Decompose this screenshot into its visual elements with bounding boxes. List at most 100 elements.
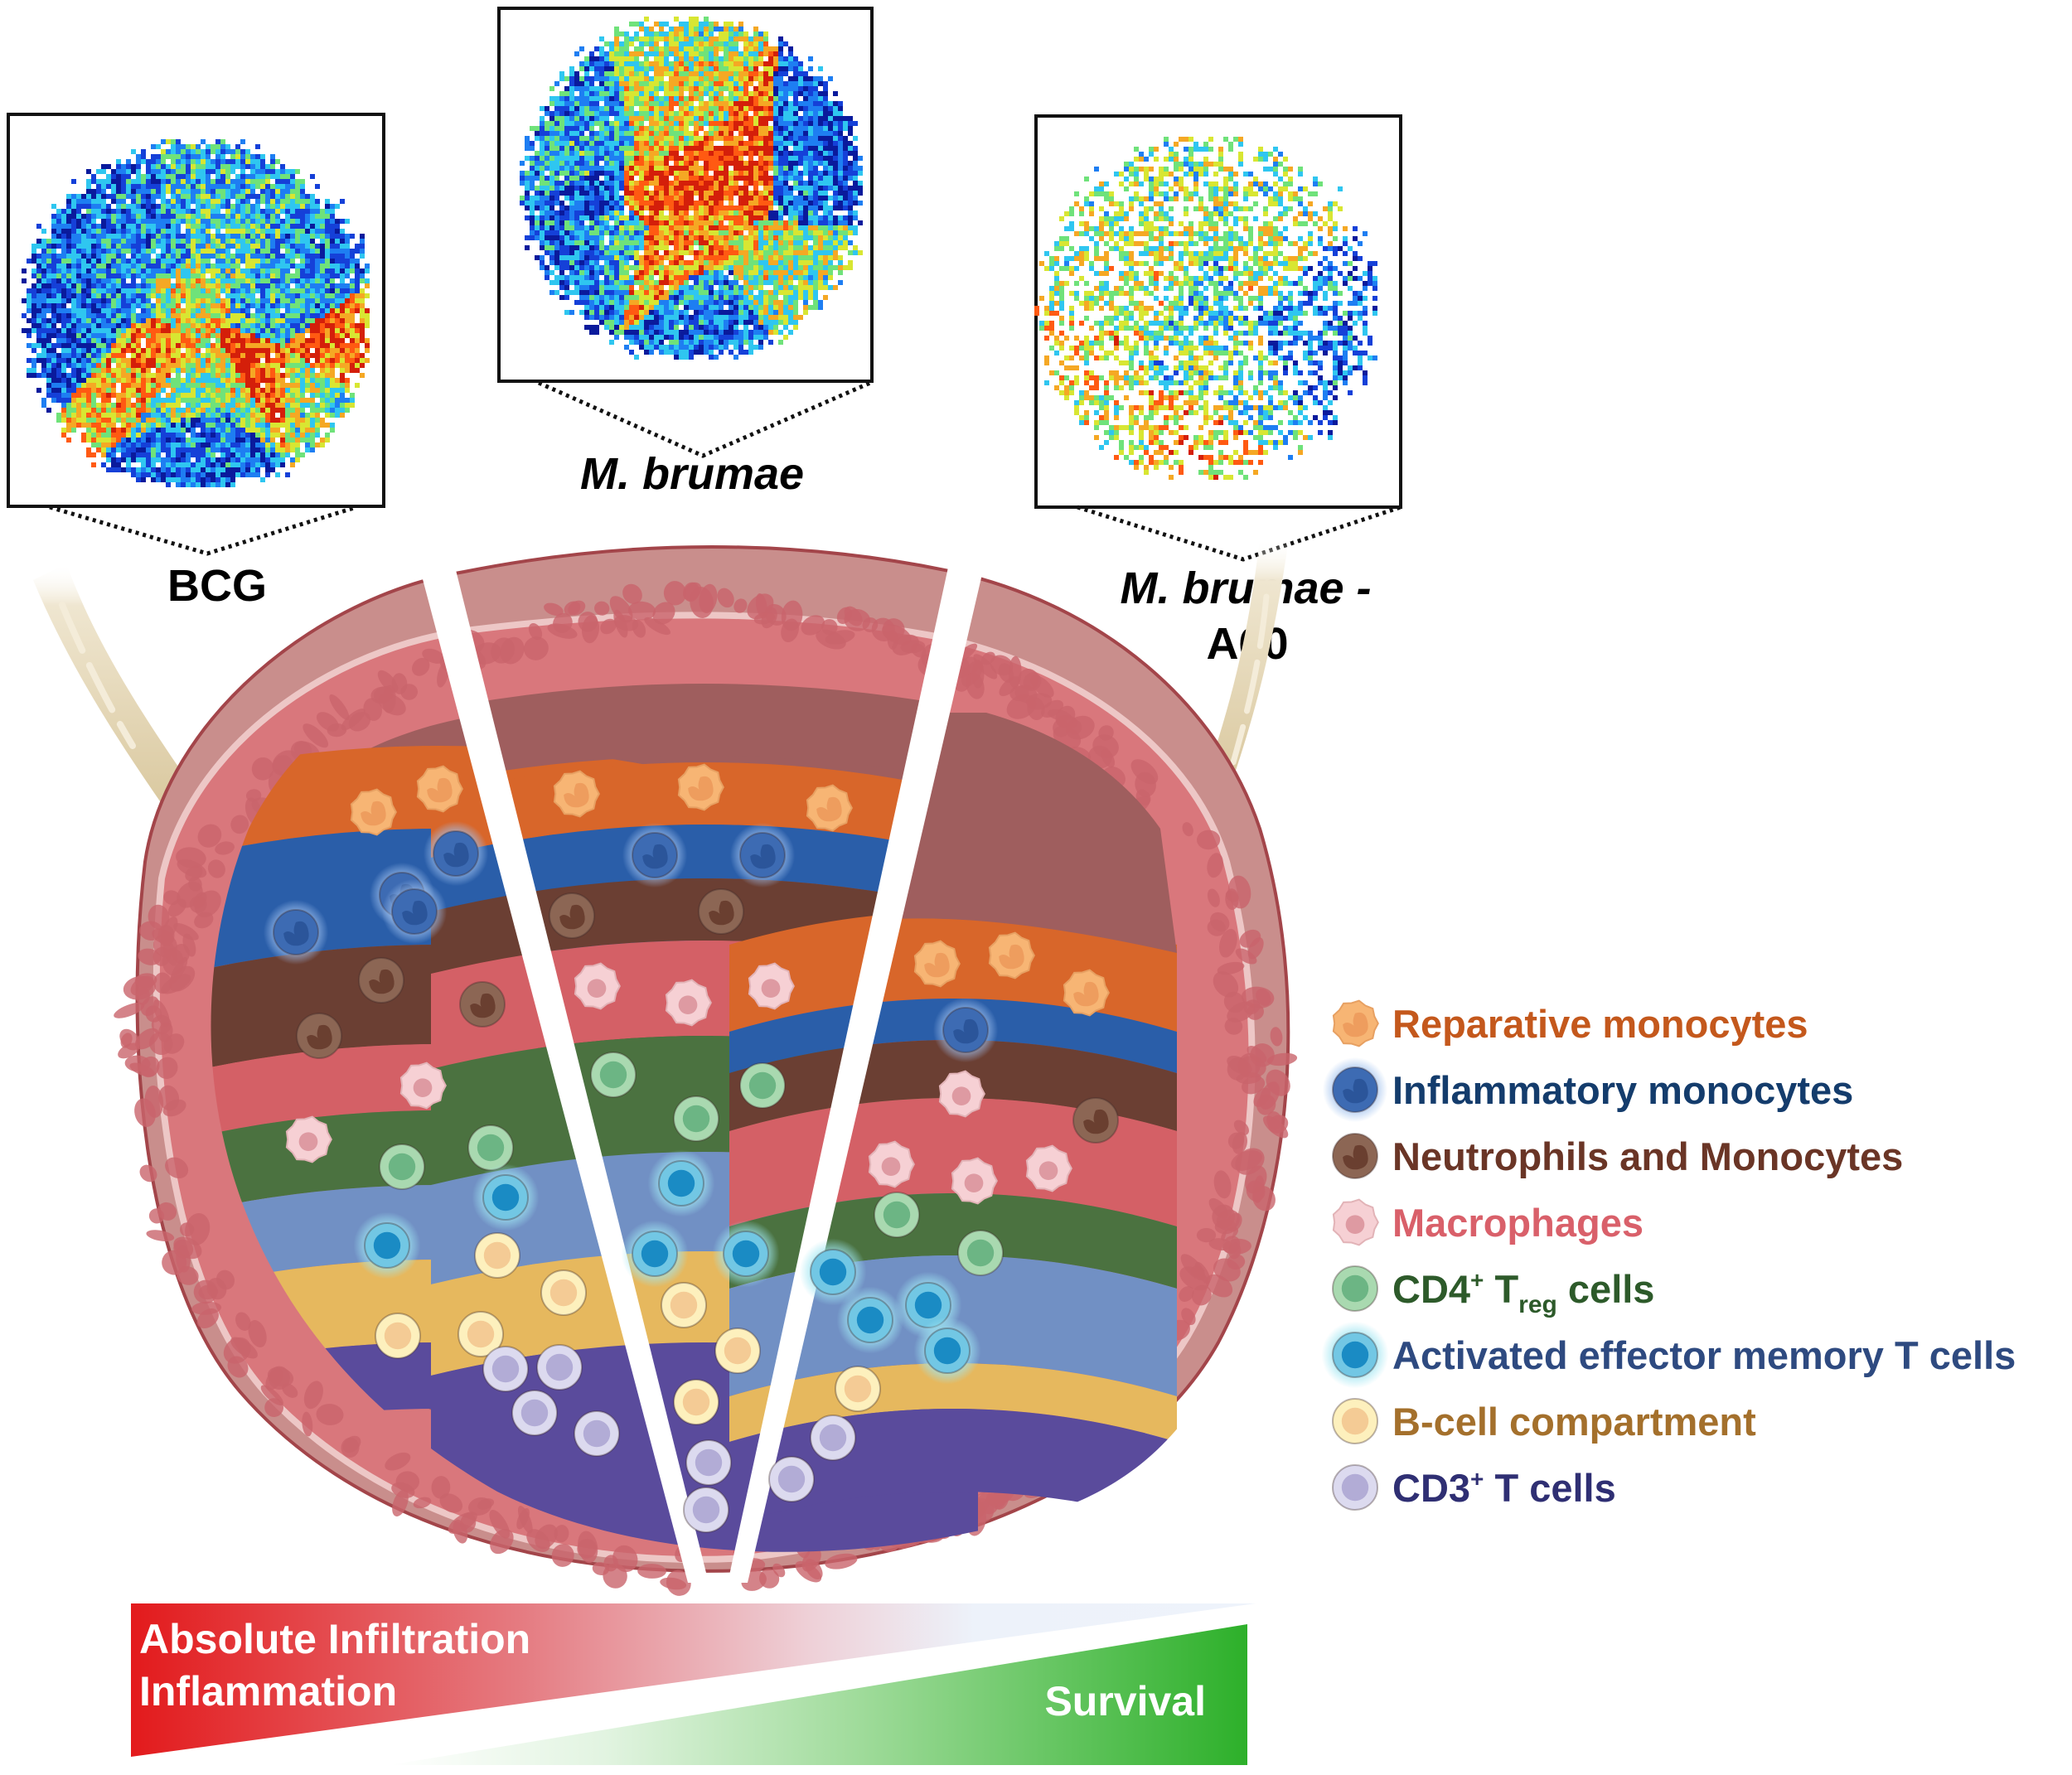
cell-treg [957, 1230, 1004, 1276]
cell-treg [739, 1062, 786, 1109]
panel-label-mbrumae-a60-line1: M. brumae - [1120, 563, 1371, 613]
cell-reparative [553, 770, 600, 818]
cell-effector [799, 1238, 867, 1306]
cell-bcell [661, 1282, 707, 1328]
connector-mbrumae [537, 380, 871, 458]
cell-cd3 [482, 1346, 529, 1392]
cell-neutrophil [549, 892, 595, 939]
cell-neutrophil [358, 957, 404, 1004]
cell-reparative [677, 763, 724, 811]
panel-label-mbrumae: M. brumae [580, 449, 804, 499]
cell-bcell [474, 1232, 520, 1279]
cell-cd3 [511, 1390, 558, 1436]
legend-label: Macrophages [1392, 1201, 1644, 1245]
gradient-bar: Absolute Infiltration Inflammation Survi… [131, 1603, 1256, 1765]
legend-label: Reparative monocytes [1392, 1002, 1808, 1046]
cell-neutrophil [698, 888, 744, 935]
legend-label: Activated effector memory T cells [1392, 1333, 2016, 1377]
cell-inflammatory [622, 822, 688, 888]
legend-reparative-icon [1332, 999, 1379, 1047]
cell-cd3 [768, 1456, 815, 1502]
cell-effector [472, 1163, 540, 1231]
legend-item-effector: Activated effector memory T cells [1321, 1321, 2016, 1389]
cell-macrophage [285, 1115, 332, 1163]
cell-reparative [350, 788, 397, 836]
legend-item-neutrophil: Neutrophils and Monocytes [1332, 1133, 1903, 1179]
cell-treg [467, 1124, 514, 1171]
cell-cd3 [683, 1487, 729, 1533]
cell-cd3 [574, 1410, 620, 1457]
cell-inflammatory [932, 997, 999, 1063]
cell-macrophage [399, 1062, 447, 1110]
cell-inflammatory [729, 822, 796, 888]
cell-bcell [375, 1313, 421, 1359]
legend-cd3-icon [1332, 1464, 1378, 1511]
cell-inflammatory [263, 899, 329, 965]
cell-neutrophil [1072, 1097, 1119, 1144]
ureter-left [33, 563, 215, 845]
legend-item-reparative: Reparative monocytes [1332, 999, 1808, 1047]
cell-cd3 [536, 1344, 583, 1390]
cell-cd3 [685, 1439, 732, 1486]
legend-bcell-icon [1332, 1398, 1378, 1444]
cell-inflammatory [381, 878, 448, 945]
legend-item-macrophage: Macrophages [1332, 1198, 1644, 1246]
cell-treg [673, 1095, 719, 1142]
cell-effector [913, 1317, 981, 1385]
cell-macrophage [951, 1157, 998, 1205]
legend-treg-icon [1332, 1265, 1378, 1312]
cell-macrophage [1025, 1144, 1072, 1192]
cell-bcell [835, 1366, 881, 1412]
legend-item-cd3: CD3+ T cells [1332, 1464, 1616, 1511]
cell-effector [836, 1286, 904, 1354]
cell-bcell [714, 1328, 761, 1374]
cell-inflammatory [423, 820, 489, 887]
cell-effector [647, 1149, 715, 1217]
cell-macrophage [665, 979, 712, 1027]
cell-effector [353, 1212, 421, 1279]
cell-neutrophil [296, 1013, 342, 1059]
legend-label: CD3+ T cells [1392, 1466, 1616, 1510]
legend-neutrophil-icon [1332, 1133, 1378, 1179]
gradient-label-inflammation: Inflammation [139, 1668, 397, 1715]
cell-treg [379, 1144, 425, 1190]
connector-bcg [49, 505, 357, 556]
legend-label: B-cell compartment [1392, 1400, 1756, 1444]
cell-macrophage [574, 962, 621, 1010]
cell-neutrophil [459, 981, 506, 1028]
tsne-plot-mbrumae [497, 7, 874, 383]
cell-cd3 [810, 1415, 856, 1461]
survival-wedge [390, 1624, 1247, 1765]
cell-macrophage [748, 962, 795, 1010]
cell-effector [621, 1220, 689, 1288]
gradient-label-survival: Survival [1044, 1678, 1206, 1724]
legend-item-inflammatory: Inflammatory monocytes [1322, 1057, 1853, 1123]
cell-reparative [913, 940, 961, 988]
legend-label: Neutrophils and Monocytes [1392, 1134, 1903, 1178]
connector-mbrumae-a60 [1077, 505, 1402, 562]
cell-bcell [673, 1379, 719, 1425]
cell-reparative [416, 765, 463, 813]
legend-effector-icon [1321, 1321, 1389, 1389]
legend-macrophage-icon [1332, 1198, 1379, 1246]
legend-item-treg: CD4+ Treg cells [1332, 1265, 1654, 1318]
legend-item-bcell: B-cell compartment [1332, 1398, 1756, 1444]
gradient-label-infiltration: Absolute Infiltration [139, 1616, 530, 1662]
legend-inflammatory-icon [1322, 1057, 1388, 1123]
cell-reparative [806, 784, 853, 832]
band-inflammatory [431, 825, 978, 912]
inflammation-wedge [131, 1603, 1256, 1757]
tsne-plot-bcg [7, 113, 385, 508]
legend-label: Inflammatory monocytes [1392, 1068, 1853, 1112]
cell-reparative [988, 931, 1035, 979]
cell-bcell [540, 1270, 587, 1316]
cell-treg [590, 1052, 637, 1098]
wedge-separators [419, 563, 985, 1583]
cell-macrophage [868, 1140, 915, 1188]
cell-effector [712, 1220, 780, 1288]
cell-treg [874, 1192, 920, 1238]
cell-macrophage [938, 1070, 985, 1118]
cell-reparative [1063, 969, 1110, 1017]
